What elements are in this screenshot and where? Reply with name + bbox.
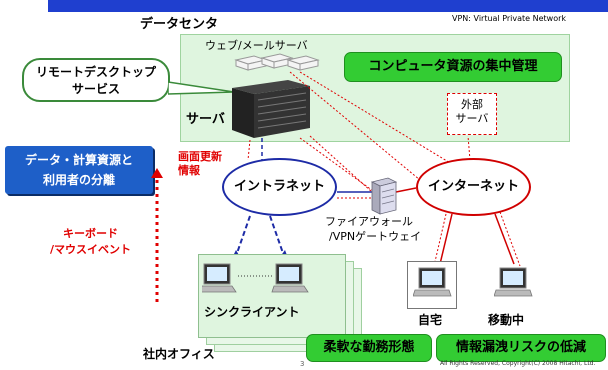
keyboard-line1: キーボード <box>63 227 119 240</box>
intranet-node: イントラネット <box>222 158 337 216</box>
office-label: 社内オフィス <box>143 347 215 361</box>
separation-line1: データ・計算資源と <box>24 153 133 167</box>
keyboard-line2: /マウスイベント <box>50 243 132 256</box>
web-mail-server-label: ウェブ/メールサーバ <box>205 39 308 52</box>
external-server-box: 外部 サーバ <box>447 93 497 135</box>
external-server-line2: サーバ <box>455 112 489 125</box>
mobile-label: 移動中 <box>488 313 525 327</box>
mobile-laptop-icon <box>494 267 533 297</box>
screen-update-line2: 情報 <box>178 164 200 177</box>
vpn-note: VPN: Virtual Private Network <box>452 14 567 23</box>
datacenter-title: データセンタ <box>140 17 219 32</box>
separation-panel: データ・計算資源と 利用者の分離 <box>5 146 153 194</box>
home-label: 自宅 <box>418 313 443 327</box>
centralized-management-label: コンピュータ資源の集中管理 <box>344 52 562 82</box>
server-label: サーバ <box>186 112 225 127</box>
separation-line2: 利用者の分離 <box>42 173 115 187</box>
page-number: 3 <box>300 360 305 368</box>
internet-node: インターネット <box>416 158 531 216</box>
thin-client-label: シンクライアント <box>204 305 300 319</box>
home-laptop-icon <box>413 267 452 297</box>
screen-update-line1: 画面更新 <box>178 150 222 163</box>
remote-desktop-callout: リモートデスクトップ サービス <box>22 58 170 102</box>
bidirectional-arrow-icon <box>151 168 163 304</box>
firewall-label: ファイアウォール /VPNゲートウェイ <box>325 214 421 244</box>
callout-pointer <box>168 81 235 95</box>
screen-update-label: 画面更新 情報 <box>178 150 222 178</box>
web-mail-server-icon <box>234 53 320 71</box>
external-server-line1: 外部 <box>461 98 483 111</box>
copyright: All Rights Reserved, Copyright(C) 2008 H… <box>440 360 596 367</box>
thin-client-laptops <box>202 263 309 293</box>
server-rack-icon <box>232 80 310 138</box>
flexible-work-label: 柔軟な勤務形態 <box>306 334 432 362</box>
firewall-line1: ファイアウォール <box>325 215 413 228</box>
remote-desktop-line2: サービス <box>71 82 120 96</box>
keyboard-mouse-label: キーボード /マウスイベント <box>50 226 131 258</box>
remote-desktop-line1: リモートデスクトップ <box>35 65 156 79</box>
header-bar <box>48 0 608 12</box>
home-box <box>407 261 457 309</box>
firewall-icon <box>370 177 398 215</box>
firewall-line2: /VPNゲートウェイ <box>329 230 422 243</box>
leak-risk-label: 情報漏洩リスクの低減 <box>436 334 606 362</box>
